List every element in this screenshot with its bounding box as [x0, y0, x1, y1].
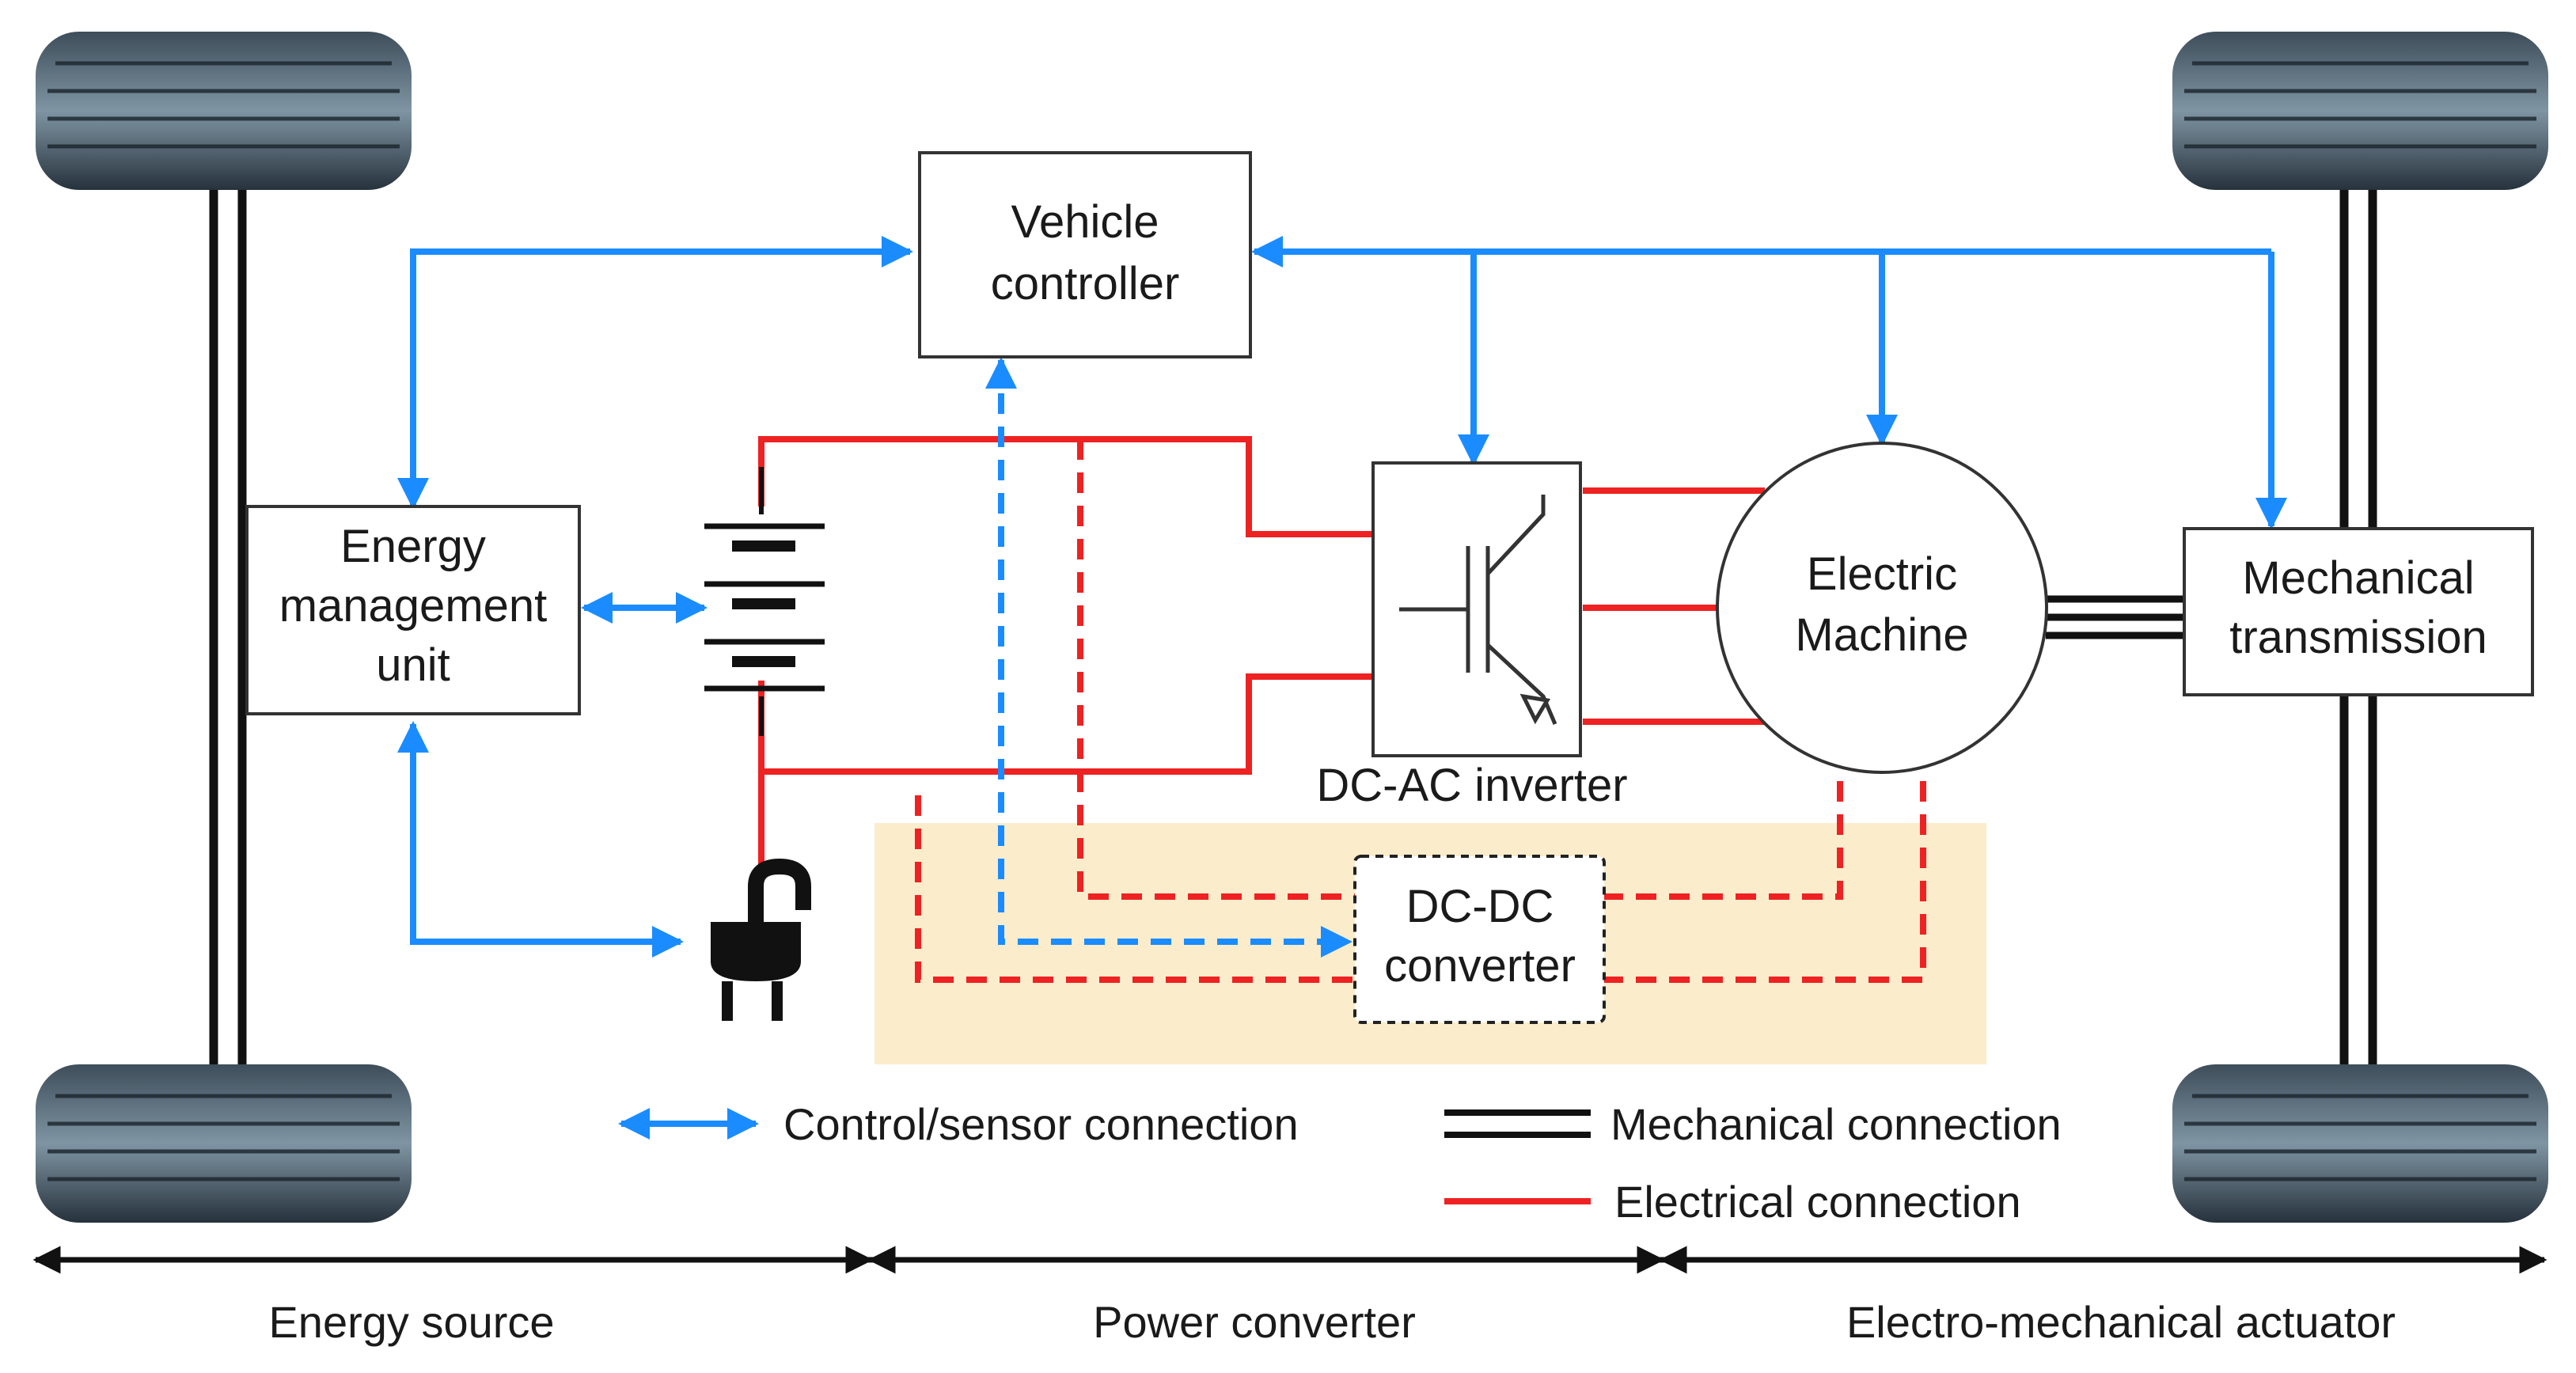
emu-label-1: Energy: [340, 521, 486, 572]
section-energy-source: Energy source: [268, 1297, 554, 1347]
igbt-transistor-icon: [1399, 495, 1557, 725]
mechanical-transmission-box: Mechanical transmission: [2183, 527, 2534, 696]
legend-mechanical-swatch: [1444, 1109, 1591, 1138]
emu-label-2: management: [279, 580, 548, 632]
transmission-label-2: transmission: [2229, 612, 2487, 663]
legend-electrical-label: Electrical connection: [1614, 1177, 2021, 1227]
tire-icon: [36, 32, 412, 190]
energy-management-unit-box: Energy management unit: [245, 505, 581, 715]
vehicle-controller-box: Vehicle controller: [918, 151, 1252, 358]
motor-shaft: [2046, 595, 2184, 639]
vehicle-controller-label-2: controller: [991, 258, 1180, 309]
transmission-label-1: Mechanical: [2242, 552, 2474, 604]
legend: Control/sensor connection Mechanical con…: [618, 1099, 2062, 1227]
dc-ac-inverter-label: DC-AC inverter: [1316, 760, 1627, 811]
vehicle-controller-label-1: Vehicle: [1011, 196, 1159, 248]
control-wiring: [397, 236, 2287, 958]
dc-dc-converter-box: DC-DC converter: [1353, 855, 1606, 1024]
electric-machine-box: Electric Machine: [1716, 442, 2048, 774]
tire-icon: [2172, 32, 2548, 190]
section-power-converter: Power converter: [1093, 1297, 1416, 1347]
emu-label-3: unit: [376, 639, 450, 691]
legend-control-label: Control/sensor connection: [783, 1099, 1299, 1149]
legend-mechanical-label: Mechanical connection: [1610, 1099, 2062, 1149]
tire-icon: [36, 1064, 412, 1223]
charging-plug-icon: [711, 858, 811, 1021]
dc-dc-label-1: DC-DC: [1406, 881, 1554, 932]
left-axle: [209, 190, 247, 1068]
electric-machine-label-1: Electric: [1807, 548, 1957, 600]
battery-icon: [704, 467, 825, 736]
section-electro-mechanical-actuator: Electro-mechanical actuator: [1846, 1297, 2396, 1347]
tire-icon: [2172, 1064, 2548, 1223]
dc-dc-label-2: converter: [1384, 940, 1576, 992]
dc-dc-control-wiring: [985, 357, 1352, 958]
dc-ac-inverter-box: DC-AC inverter: [1316, 461, 1628, 811]
electric-machine-label-2: Machine: [1795, 609, 1968, 661]
